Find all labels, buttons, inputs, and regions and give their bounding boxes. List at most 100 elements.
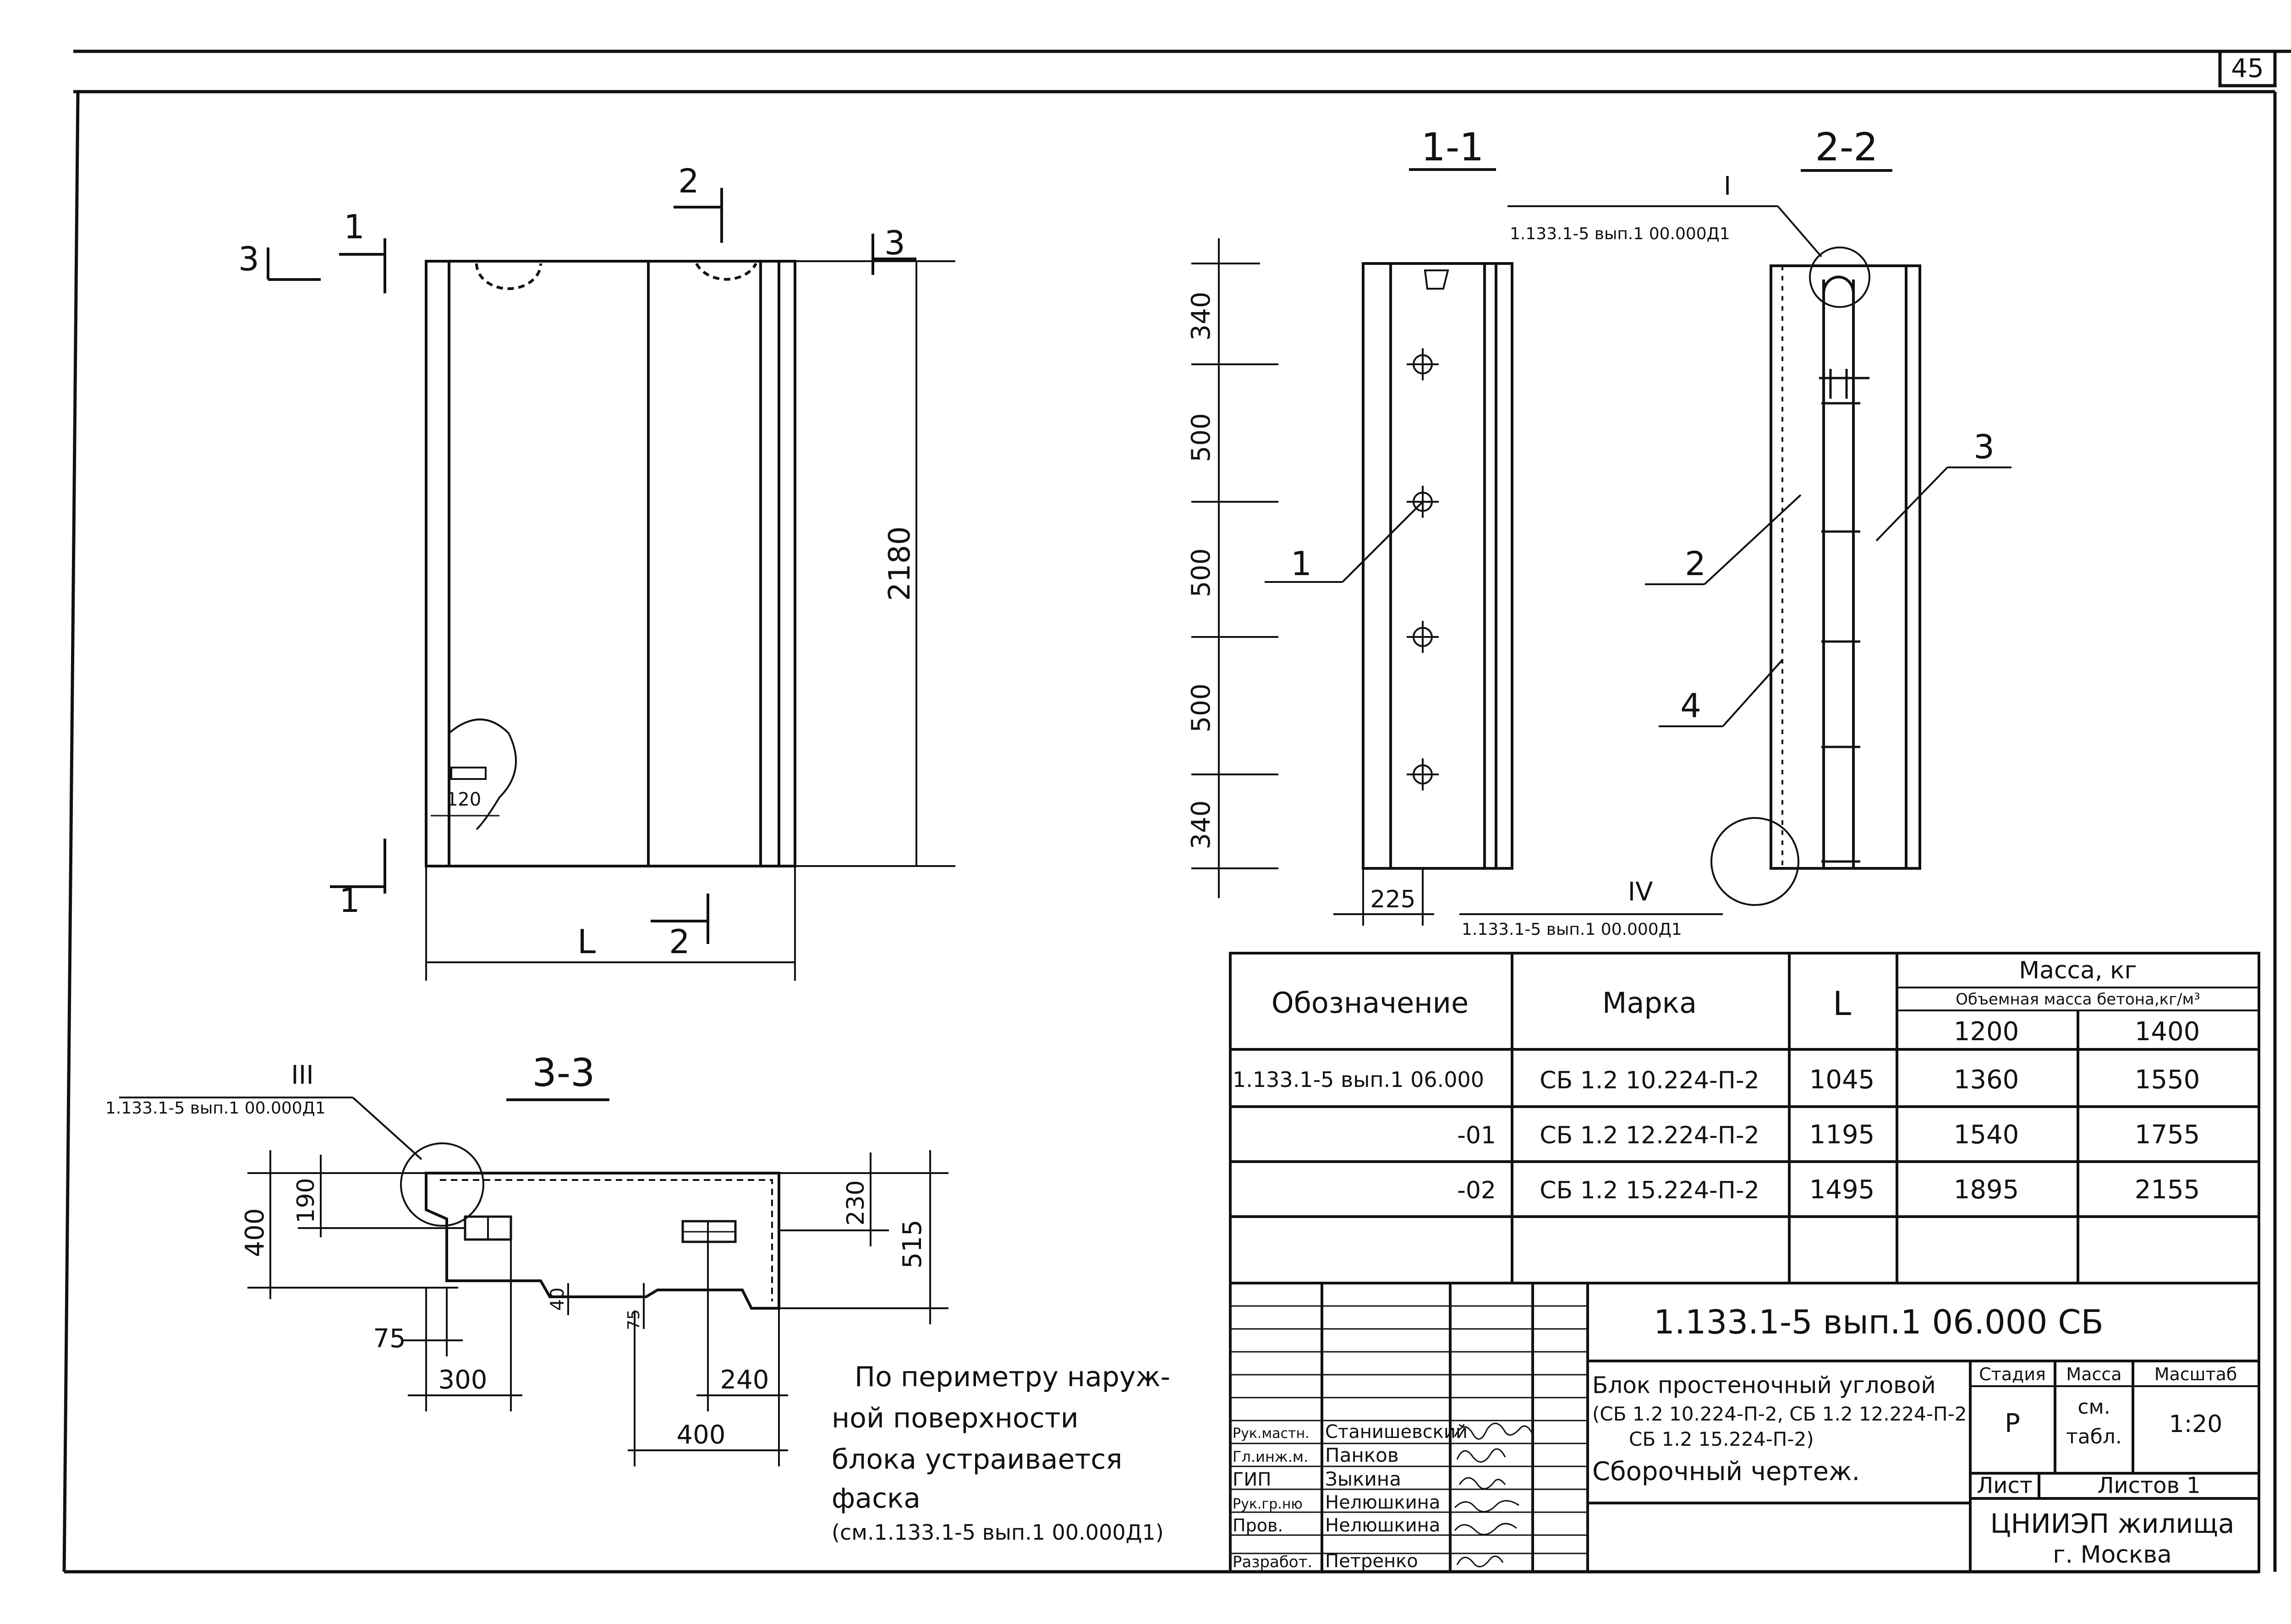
node-IV-reference: 1.133.1-5 вып.1 00.000Д1 — [1462, 920, 1682, 939]
table-row: -01 СБ 1.2 12.224-П-2 1195 1540 1755 — [1457, 1120, 2200, 1150]
signature-scribbles — [1454, 1422, 1534, 1568]
specification-table: Обозначение Марка L Масса, кг Объемная м… — [1229, 952, 2260, 1284]
stage-label: Стадия — [1979, 1364, 2046, 1384]
row-2-mass-1400: 1755 — [2135, 1120, 2200, 1150]
node-III-circle — [400, 1142, 484, 1227]
list-item: Гл.инж.м. — [1233, 1448, 1308, 1465]
scale-value: 1:20 — [2169, 1410, 2223, 1438]
list-item: Станишевский — [1325, 1421, 1468, 1443]
cut-2-bottom-label: 2 — [669, 922, 690, 961]
dim-230: 230 — [842, 1180, 870, 1225]
dim-500-2: 500 — [1186, 549, 1216, 598]
row-2-mark: СБ 1.2 12.224-П-2 — [1540, 1122, 1759, 1149]
row-3-mass-1200: 1895 — [1954, 1175, 2019, 1205]
dim-340-bottom: 340 — [1186, 801, 1216, 850]
header-density-1200: 1200 — [1954, 1017, 2019, 1047]
section-2-2-title: 2-2 — [1815, 125, 1878, 170]
organization-line-2: г. Москва — [2053, 1541, 2172, 1569]
list-item: Панков — [1325, 1444, 1399, 1466]
row-3-mass-1400: 2155 — [2135, 1175, 2200, 1205]
row-1-designation: 1.133.1-5 вып.1 06.000 — [1233, 1067, 1484, 1092]
chamfer-note: По периметру наруж- ной поверхности блок… — [832, 1361, 1170, 1545]
dim-400-left: 400 — [240, 1208, 270, 1257]
node-I-circle — [1809, 247, 1870, 308]
row-1-mark: СБ 1.2 10.224-П-2 — [1540, 1067, 1759, 1094]
cut-3-left-label: 3 — [238, 240, 259, 278]
header-mass: Масса, кг — [2019, 957, 2137, 984]
node-III-reference: 1.133.1-5 вып.1 00.000Д1 — [105, 1099, 326, 1118]
callout-1: 1 — [1291, 544, 1312, 583]
node-III-label: III — [291, 1060, 314, 1090]
node-IV-label: IV — [1628, 877, 1653, 907]
note-line-5: (см.1.133.1-5 вып.1 00.000Д1) — [832, 1520, 1164, 1545]
dim-340-top: 340 — [1186, 292, 1216, 341]
height-dimension: 2180 — [883, 527, 917, 601]
callout-4: 4 — [1680, 686, 1701, 725]
notch-dimension: 120 — [446, 789, 481, 810]
sheet-label: Лист — [1977, 1473, 2033, 1498]
list-item: Рук.гр.ню — [1233, 1496, 1303, 1512]
list-item: Нелюшкина — [1325, 1515, 1440, 1536]
node-I-label: I — [1724, 171, 1732, 201]
sheets-count-label: Листов 1 — [2097, 1473, 2200, 1498]
row-2-mass-1200: 1540 — [1954, 1120, 2019, 1150]
header-density-1400: 1400 — [2135, 1017, 2200, 1047]
table-row: 1.133.1-5 вып.1 06.000 СБ 1.2 10.224-П-2… — [1233, 1065, 2200, 1095]
list-item: Петренко — [1325, 1551, 1418, 1572]
document-code: 1.133.1-5 вып.1 06.000 СБ — [1654, 1303, 2104, 1341]
page-number: 45 — [2231, 54, 2264, 83]
list-item: Рук.мастн. — [1233, 1426, 1310, 1442]
header-length: L — [1833, 984, 1851, 1023]
section-1-1: 1-1 — [1186, 125, 1513, 926]
cut-1-bottom-label: 1 — [339, 881, 360, 920]
row-3-designation: -02 — [1457, 1177, 1496, 1204]
drawing-name-line-2: (СБ 1.2 10.224-П-2, СБ 1.2 12.224-П-2 — [1592, 1403, 1967, 1425]
anchor-holes — [1407, 348, 1439, 790]
mass-label: Масса — [2066, 1364, 2121, 1384]
table-row: -02 СБ 1.2 15.224-П-2 1495 1895 2155 — [1457, 1175, 2200, 1205]
dim-240: 240 — [720, 1365, 769, 1395]
length-dimension: L — [577, 922, 596, 961]
front-view: 120 3 1 2 3 1 2 — [238, 162, 955, 981]
mass-value-line-1: см. — [2077, 1395, 2110, 1419]
stage-value: Р — [2005, 1409, 2020, 1438]
title-block: 1.133.1-5 вып.1 06.000 СБ Блок простеноч… — [1229, 1282, 2260, 1573]
list-item: ГИП — [1233, 1469, 1271, 1490]
dim-515: 515 — [898, 1220, 927, 1269]
drawing-name-line-4: Сборочный чертеж. — [1592, 1457, 1860, 1487]
cut-1-top-label: 1 — [344, 208, 365, 246]
note-line-4: фаска — [832, 1482, 921, 1514]
list-item: Пров. — [1233, 1515, 1283, 1536]
callout-2: 2 — [1685, 544, 1706, 583]
list-item: Зыкина — [1325, 1468, 1401, 1490]
dim-75: 75 — [373, 1324, 406, 1354]
node-IV-circle — [1710, 817, 1799, 906]
dim-400-bottom: 400 — [677, 1420, 726, 1450]
row-2-designation: -01 — [1457, 1122, 1496, 1149]
header-mass-sub: Объемная масса бетона,кг/м³ — [1956, 990, 2200, 1009]
dim-40: 40 — [547, 1288, 568, 1311]
row-3-length: 1495 — [1809, 1175, 1875, 1205]
drawing-name-line-3: СБ 1.2 15.224-П-2) — [1629, 1428, 1814, 1450]
note-line-2: ной поверхности — [832, 1402, 1079, 1434]
node-I-reference: 1.133.1-5 вып.1 00.000Д1 — [1510, 225, 1730, 243]
dim-300: 300 — [438, 1365, 488, 1395]
header-designation: Обозначение — [1272, 986, 1469, 1020]
note-line-1: По периметру наруж- — [855, 1361, 1170, 1393]
scale-label: Масштаб — [2154, 1364, 2237, 1384]
section-1-1-title: 1-1 — [1421, 125, 1484, 170]
cut-3-right-label: 3 — [884, 224, 905, 262]
row-3-mark: СБ 1.2 15.224-П-2 — [1540, 1177, 1759, 1204]
row-2-length: 1195 — [1809, 1120, 1875, 1150]
section-3-3-title: 3-3 — [532, 1050, 595, 1095]
drawing-name-line-1: Блок простеночный угловой — [1592, 1372, 1936, 1399]
section-3-3: 3-3 — [105, 1050, 948, 1466]
row-1-mass-1400: 1550 — [2135, 1065, 2200, 1095]
section-2-2: 2-2 — [1459, 125, 2011, 939]
dim-500-3: 500 — [1186, 684, 1216, 733]
list-item: Разработ. — [1233, 1553, 1312, 1571]
signatures-list: Рук.мастн. Станишевский Гл.инж.м. Панков… — [1233, 1421, 1468, 1572]
list-item: Нелюшкина — [1325, 1492, 1440, 1513]
callout-3: 3 — [1973, 428, 1995, 466]
